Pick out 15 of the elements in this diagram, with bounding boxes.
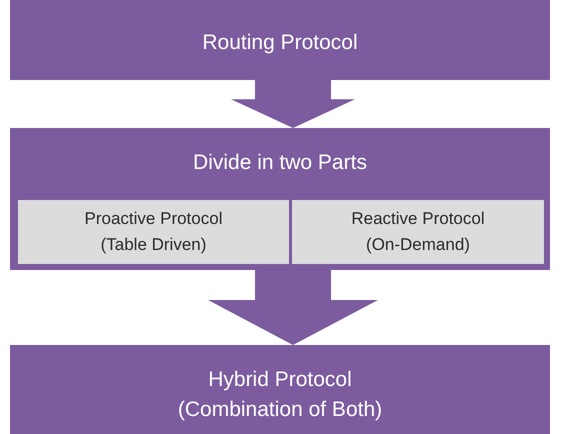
process-box bbox=[10, 128, 550, 270]
node-label: Hybrid Protocol bbox=[208, 367, 352, 393]
node-label: Reactive Protocol bbox=[351, 208, 485, 230]
node-label: Proactive Protocol bbox=[84, 208, 222, 230]
block-arrow bbox=[208, 270, 378, 345]
process-box bbox=[10, 345, 550, 434]
category-box bbox=[292, 200, 544, 264]
node-label: (Table Driven) bbox=[100, 234, 206, 256]
process-box bbox=[10, 0, 550, 80]
node-label: (On-Demand) bbox=[366, 234, 470, 256]
block-arrow bbox=[231, 80, 355, 128]
node-label: Routing Protocol bbox=[202, 30, 358, 56]
node-label: Divide in two Parts bbox=[193, 150, 367, 176]
category-box bbox=[18, 200, 289, 264]
node-label: (Combination of Both) bbox=[178, 397, 382, 423]
